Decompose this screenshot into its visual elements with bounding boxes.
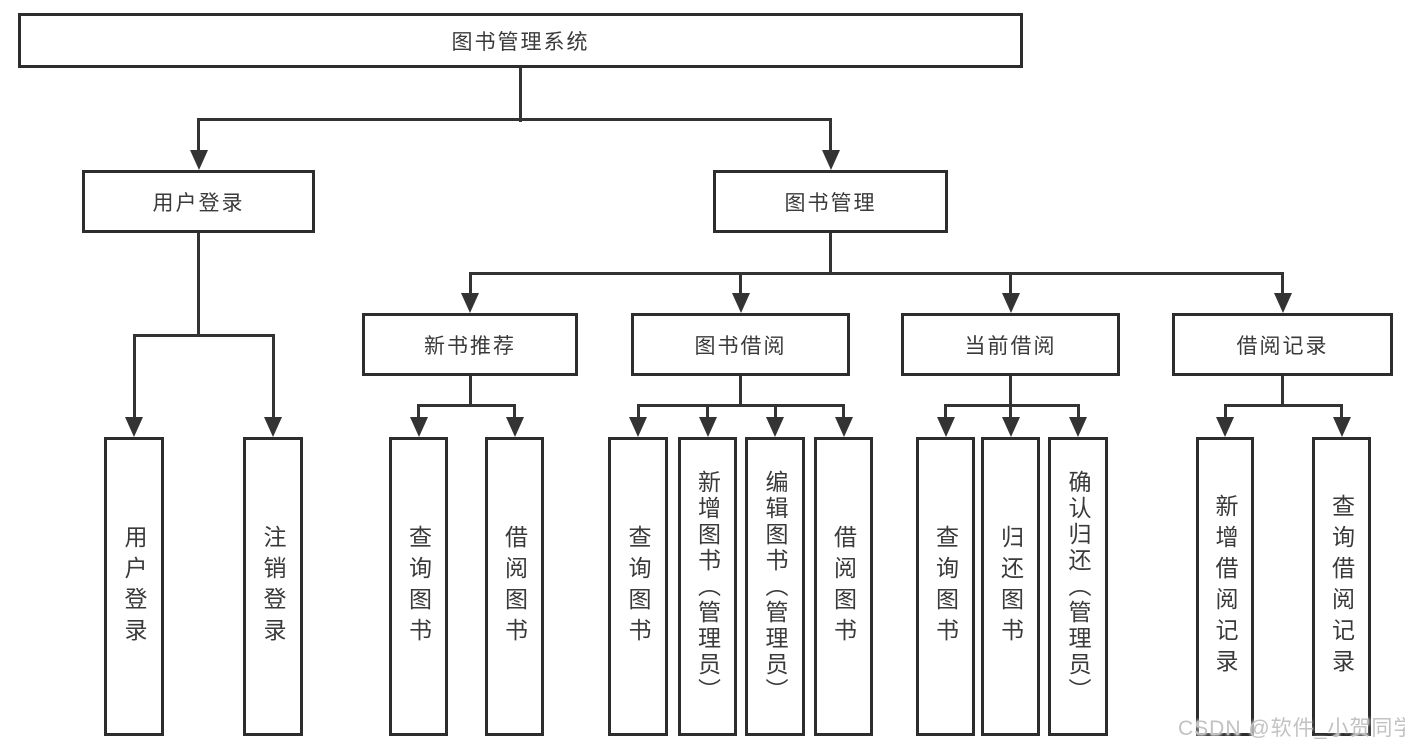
leaf-add-books-admin: 新增图书（管理员） bbox=[678, 437, 737, 736]
connector-line bbox=[1009, 405, 1012, 418]
leaf-label: 归还图书 bbox=[997, 524, 1024, 649]
connector-line bbox=[739, 376, 742, 407]
connector-line bbox=[271, 335, 275, 418]
arrowhead-icon bbox=[264, 417, 282, 437]
connector-line bbox=[417, 405, 420, 418]
leaf-query-borrow-record: 查询借阅记录 bbox=[1312, 437, 1371, 736]
node-borrow-records: 借阅记录 bbox=[1172, 313, 1393, 376]
leaf-return-books: 归还图书 bbox=[981, 437, 1040, 736]
leaf-label: 注销登录 bbox=[260, 524, 286, 649]
connector-line bbox=[636, 403, 845, 407]
connector-line bbox=[468, 376, 472, 407]
connector-line bbox=[739, 273, 742, 294]
leaf-label: 编辑图书（管理员） bbox=[762, 469, 788, 704]
leaf-confirm-return-admin: 确认归还（管理员） bbox=[1048, 437, 1108, 736]
connector-line bbox=[1281, 376, 1284, 407]
arrowhead-icon bbox=[1216, 417, 1234, 437]
arrowhead-icon bbox=[766, 417, 784, 437]
connector-line bbox=[1009, 273, 1012, 294]
connector-line bbox=[829, 233, 832, 275]
connector-line bbox=[417, 403, 516, 407]
arrowhead-icon bbox=[936, 417, 955, 437]
node-new-book-recommend: 新书推荐 bbox=[362, 313, 578, 376]
connector-line bbox=[197, 119, 200, 151]
connector-line bbox=[132, 333, 275, 337]
arrowhead-icon bbox=[125, 417, 143, 437]
node-label: 新书推荐 bbox=[424, 334, 516, 358]
arrowhead-icon bbox=[834, 417, 853, 437]
arrowhead-icon bbox=[461, 293, 479, 313]
connector-line bbox=[197, 233, 200, 337]
arrowhead-icon bbox=[409, 417, 428, 437]
leaf-borrow-books: 借阅图书 bbox=[814, 437, 873, 736]
leaf-query-books-borrow: 查询图书 bbox=[608, 437, 668, 736]
connector-line bbox=[513, 405, 516, 418]
connector-line bbox=[468, 273, 472, 294]
arrowhead-icon bbox=[821, 150, 840, 170]
arrowhead-icon bbox=[731, 293, 750, 313]
node-label: 借阅记录 bbox=[1236, 334, 1329, 358]
arrowhead-icon bbox=[629, 417, 647, 437]
leaf-borrow-books-recommend: 借阅图书 bbox=[485, 437, 544, 736]
node-label: 图书管理系统 bbox=[451, 30, 590, 54]
leaf-query-books-current: 查询图书 bbox=[916, 437, 975, 736]
connector-line bbox=[636, 405, 640, 418]
connector-line bbox=[132, 335, 136, 418]
connector-line bbox=[1223, 403, 1343, 407]
node-label: 用户登录 bbox=[152, 191, 245, 215]
connector-line bbox=[773, 405, 777, 418]
leaf-add-borrow-record: 新增借阅记录 bbox=[1196, 437, 1254, 736]
node-current-borrowing: 当前借阅 bbox=[901, 313, 1120, 376]
connector-line bbox=[1281, 273, 1284, 294]
node-label: 图书管理 bbox=[784, 191, 877, 215]
leaf-label: 新增图书（管理员） bbox=[694, 469, 721, 704]
leaf-logout: 注销登录 bbox=[243, 437, 303, 736]
arrowhead-icon bbox=[505, 417, 524, 437]
arrowhead-icon bbox=[1332, 417, 1351, 437]
connector-line bbox=[1009, 376, 1012, 407]
node-book-borrowing: 图书借阅 bbox=[631, 313, 850, 376]
leaf-label: 借阅图书 bbox=[830, 524, 857, 649]
arrowhead-icon bbox=[1069, 417, 1087, 437]
connector-line bbox=[706, 405, 709, 418]
leaf-label: 查询图书 bbox=[405, 524, 432, 649]
connector-line bbox=[1223, 405, 1227, 418]
connector-line bbox=[197, 117, 832, 121]
connector-line bbox=[1340, 405, 1343, 418]
arrowhead-icon bbox=[1001, 293, 1020, 313]
connector-line bbox=[842, 405, 845, 418]
node-label: 图书借阅 bbox=[694, 334, 787, 358]
connector-line bbox=[944, 405, 947, 418]
leaf-label: 确认归还（管理员） bbox=[1065, 469, 1091, 704]
connector-line bbox=[468, 271, 1284, 275]
leaf-label: 借阅图书 bbox=[501, 524, 528, 649]
leaf-query-books-recommend: 查询图书 bbox=[389, 437, 448, 736]
leaf-edit-books-admin: 编辑图书（管理员） bbox=[745, 437, 805, 736]
leaf-label: 查询图书 bbox=[932, 524, 959, 649]
leaf-label: 用户登录 bbox=[121, 524, 147, 649]
arrowhead-icon bbox=[698, 417, 717, 437]
node-root-system: 图书管理系统 bbox=[18, 13, 1023, 68]
connector-line bbox=[829, 119, 832, 151]
connector-line bbox=[519, 68, 522, 122]
leaf-label: 查询图书 bbox=[625, 524, 651, 649]
arrowhead-icon bbox=[1273, 293, 1292, 313]
leaf-label: 查询借阅记录 bbox=[1328, 493, 1355, 680]
csdn-watermark: CSDN @软件_小贺同学 bbox=[1178, 717, 1405, 740]
node-user-login: 用户登录 bbox=[82, 170, 315, 233]
arrowhead-icon bbox=[189, 150, 208, 170]
node-label: 当前借阅 bbox=[964, 334, 1057, 358]
leaf-user-login: 用户登录 bbox=[104, 437, 164, 736]
node-book-management: 图书管理 bbox=[713, 170, 948, 233]
arrowhead-icon bbox=[1001, 417, 1020, 437]
leaf-label: 新增借阅记录 bbox=[1212, 493, 1238, 680]
connector-line bbox=[1076, 405, 1080, 418]
